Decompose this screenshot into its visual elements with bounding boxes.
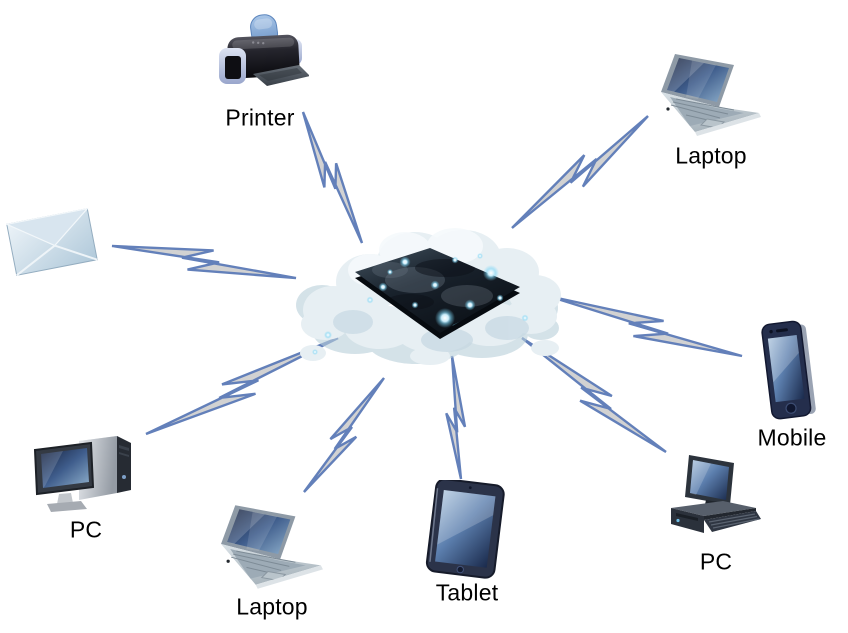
node-pc-left bbox=[33, 433, 137, 523]
tablet-icon bbox=[425, 480, 505, 579]
node-envelope bbox=[6, 200, 98, 284]
bolt-connector-tablet bbox=[445, 355, 467, 480]
desktop-tower-pc-icon bbox=[33, 436, 131, 512]
printer-icon bbox=[219, 14, 309, 86]
laptop-bottom-left-label: Laptop bbox=[236, 593, 308, 620]
bolt-connector-envelope bbox=[111, 244, 297, 280]
tablet-label: Tablet bbox=[435, 579, 499, 606]
pc-bottom-right-label: PC bbox=[699, 548, 733, 575]
mobile-label: Mobile bbox=[757, 424, 827, 451]
bolt-connector-pc-br bbox=[521, 336, 667, 454]
node-mobile bbox=[760, 320, 822, 422]
bolt-connector-printer bbox=[301, 111, 364, 244]
cloud-hub bbox=[295, 210, 565, 370]
cloud-server-icon bbox=[296, 228, 561, 365]
bolt-connector-pc-left bbox=[145, 336, 339, 436]
laptop-icon bbox=[221, 505, 323, 589]
desktop-pc-icon bbox=[671, 455, 761, 533]
bolt-connector-mobile bbox=[547, 294, 743, 358]
node-laptop-bottom-left bbox=[220, 503, 326, 591]
laptop-icon bbox=[661, 54, 761, 136]
laptop-top-right-label: Laptop bbox=[675, 142, 747, 169]
envelope-icon bbox=[6, 207, 98, 277]
node-pc-bottom-right bbox=[668, 454, 762, 548]
bolt-connector-laptop-bl bbox=[303, 377, 385, 493]
printer-label: Printer bbox=[225, 104, 295, 131]
bolt-connector-laptop-tr bbox=[511, 115, 649, 229]
node-printer bbox=[213, 12, 309, 100]
pc-left-label: PC bbox=[69, 516, 103, 543]
node-laptop-top-right bbox=[660, 52, 764, 138]
smartphone-icon bbox=[761, 320, 816, 420]
node-tablet bbox=[424, 480, 508, 582]
